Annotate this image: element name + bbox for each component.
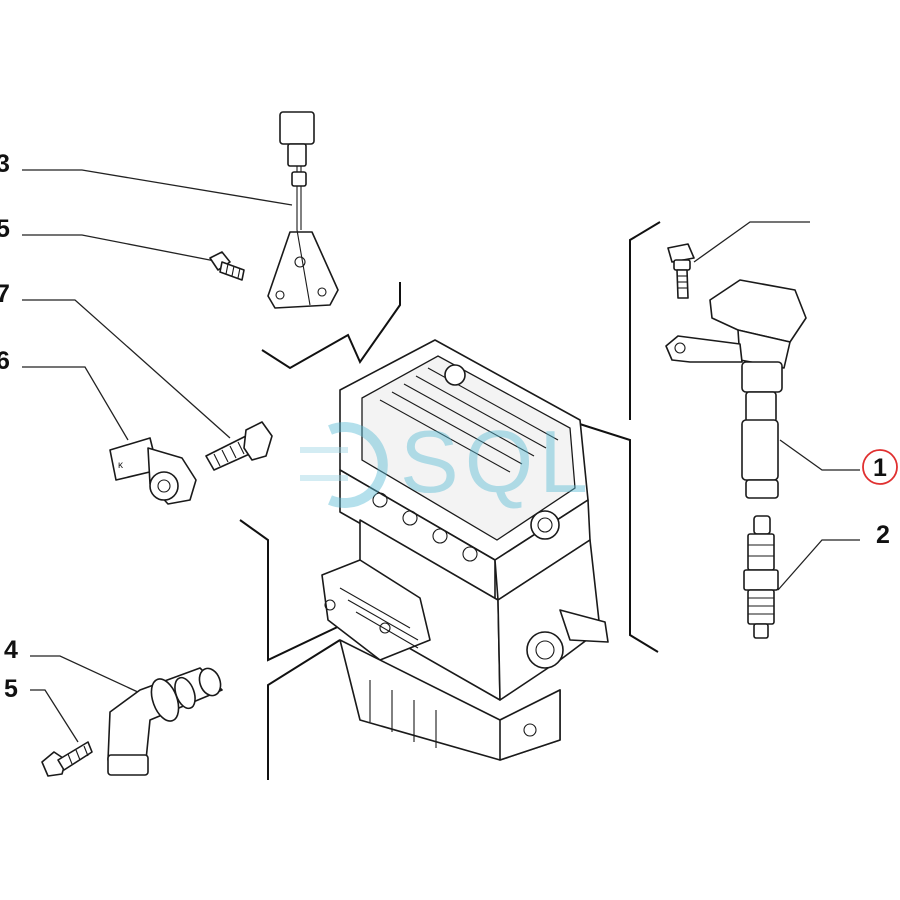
watermark: SQL (300, 412, 594, 511)
part-5-bolt-bottom (41, 741, 93, 777)
part-3-sensor-bracket (267, 111, 339, 309)
part-4-elbow-sensor (107, 667, 223, 776)
callout-1-highlight-circle (862, 449, 898, 485)
part-5-bolt-top (209, 251, 245, 281)
bracket-right (629, 221, 661, 420)
part-6-knock-sensor: ĸ (109, 437, 197, 505)
callout-3: 3 (0, 150, 10, 178)
callout-5-bottom: 5 (4, 675, 18, 703)
leader-bolt-right (693, 221, 810, 263)
part-2-spark-plug (743, 515, 779, 639)
part-7-bolt-large (205, 421, 273, 471)
leader-7 (22, 299, 231, 439)
callout-4: 4 (4, 636, 18, 664)
callout-2: 2 (876, 521, 890, 549)
callout-7: 7 (0, 280, 10, 308)
leader-5-bottom (30, 689, 79, 743)
callout-5-top: 5 (0, 215, 10, 243)
callout-6: 6 (0, 347, 10, 375)
leader-6 (22, 366, 129, 441)
leader-5-top (22, 234, 221, 263)
part-coil-bolt (667, 243, 695, 299)
svg-text:ĸ: ĸ (118, 460, 124, 471)
leader-4 (30, 655, 141, 694)
watermark-text: SQL (400, 412, 594, 511)
callout-1: 1 (873, 454, 887, 482)
bracket-top (261, 282, 401, 370)
part-1-ignition-coil (665, 279, 807, 499)
bracket-left (239, 519, 349, 662)
bracket-left-lower (267, 639, 341, 780)
engine-block (321, 339, 609, 761)
leader-2 (777, 539, 860, 591)
leader-3 (22, 169, 293, 206)
leader-1 (779, 439, 860, 471)
